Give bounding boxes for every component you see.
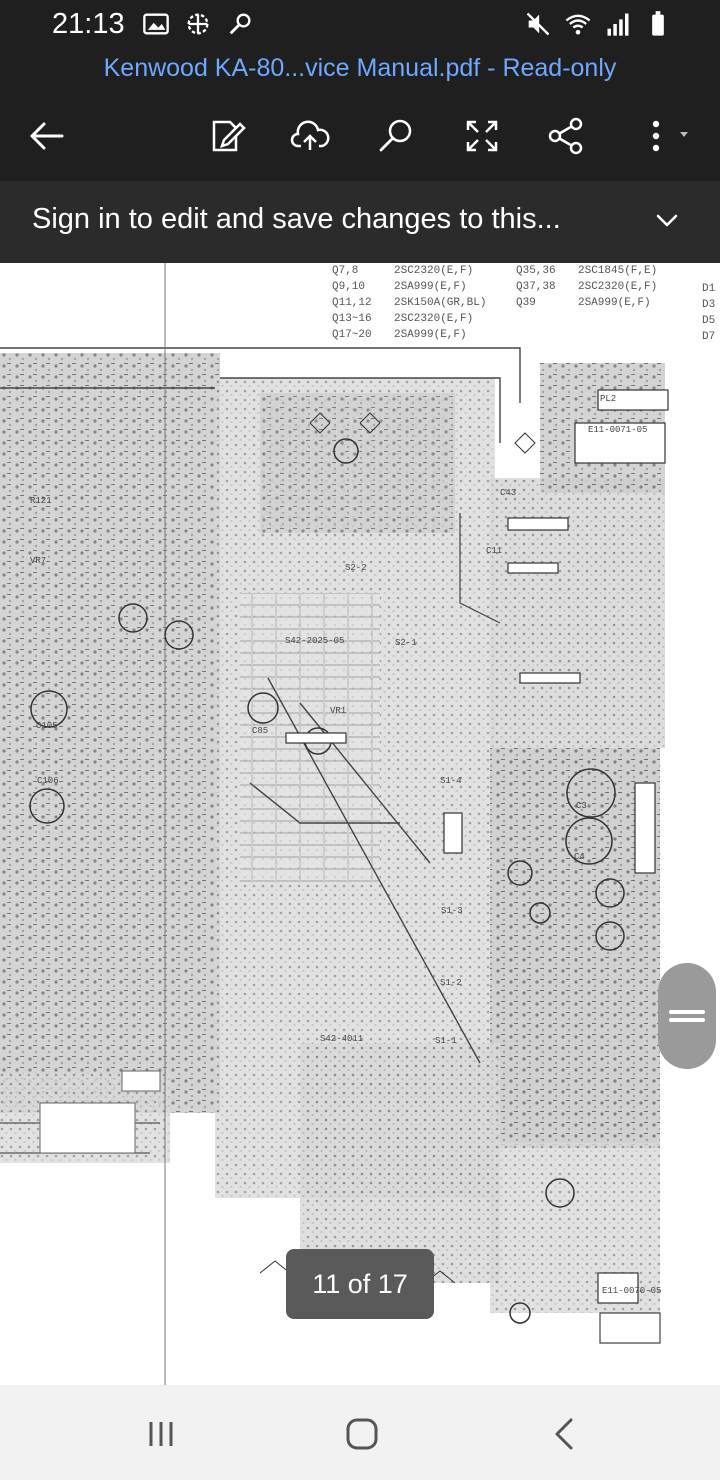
more-options-button[interactable] <box>636 110 700 162</box>
back-button[interactable] <box>20 110 72 162</box>
legend-col-diodes: D1 D3 D5 D7 <box>702 283 716 343</box>
recent-apps-button[interactable] <box>136 1409 186 1459</box>
svg-text:E11-0070-05: E11-0070-05 <box>602 1286 661 1296</box>
svg-text:E11-0071-05: E11-0071-05 <box>588 425 647 435</box>
svg-text:C105: C105 <box>36 721 58 731</box>
status-bar: 21:13 <box>0 0 720 50</box>
page-indicator: 11 of 17 <box>286 1249 434 1319</box>
document-viewport[interactable]: S42-2025-05 S42-4011 S2-1 S2-2 S1-4 S1-3… <box>0 263 720 1385</box>
svg-text:S1-2: S1-2 <box>440 978 462 988</box>
edit-button[interactable] <box>200 110 252 162</box>
battery-icon <box>652 11 664 36</box>
wifi-icon <box>565 14 591 35</box>
legend-col-parts-a: 2SC2320(E,F) 2SA999(E,F) 2SK150A(GR,BL) … <box>394 265 487 341</box>
edit-pen-icon <box>212 120 246 152</box>
svg-text:VR7: VR7 <box>30 556 46 566</box>
svg-text:S2-1: S2-1 <box>395 638 417 648</box>
svg-text:C43: C43 <box>500 488 516 498</box>
status-right-icons <box>524 10 672 38</box>
svg-text:C11: C11 <box>486 546 502 556</box>
home-button[interactable] <box>337 1409 387 1459</box>
search-icon <box>379 119 412 152</box>
chevron-down-icon[interactable] <box>652 205 682 235</box>
svg-text:C4: C4 <box>574 852 585 862</box>
back-icon <box>555 1418 573 1450</box>
back-arrow-icon <box>30 122 64 150</box>
svg-text:C106: C106 <box>37 776 59 786</box>
document-title: Kenwood KA-80...vice Manual.pdf - Read-o… <box>103 54 617 82</box>
svg-text:R121: R121 <box>30 496 52 506</box>
cloud-upload-icon <box>290 120 330 150</box>
fast-scroll-handle[interactable] <box>658 963 716 1069</box>
schematic-page-image: S42-2025-05 S42-4011 S2-1 S2-2 S1-4 S1-3… <box>0 263 669 1385</box>
navigation-bar <box>0 1385 720 1480</box>
key-icon <box>229 13 251 35</box>
toolbar <box>0 98 720 172</box>
status-time: 21:13 <box>52 8 125 40</box>
legend-col-parts-b: 2SC1845(F,E) 2SC2320(E,F) 2SA999(E,F) <box>578 265 658 309</box>
svg-text:C85: C85 <box>252 726 268 736</box>
fullscreen-button[interactable] <box>456 110 508 162</box>
legend-col-transistors-b: Q35,36 Q37,38 Q39 <box>516 265 556 309</box>
svg-text:PL2: PL2 <box>600 394 616 404</box>
status-left-icons <box>142 10 254 38</box>
share-button[interactable] <box>540 110 592 162</box>
mute-icon <box>526 12 550 36</box>
search-button[interactable] <box>370 110 422 162</box>
signin-banner[interactable]: Sign in to edit and save changes to this… <box>0 181 720 263</box>
svg-text:S42-4011: S42-4011 <box>320 1034 363 1044</box>
vpn-icon <box>187 13 209 35</box>
cloud-upload-button[interactable] <box>284 110 336 162</box>
share-icon <box>548 117 583 155</box>
svg-text:S1-1: S1-1 <box>435 1036 457 1046</box>
svg-text:S1-3: S1-3 <box>441 906 463 916</box>
scroll-handle-grip-icon <box>669 1006 705 1026</box>
fullscreen-icon <box>466 120 498 152</box>
svg-text:S2-2: S2-2 <box>345 563 367 573</box>
more-options-icon <box>652 120 688 152</box>
signal-icon <box>607 13 629 36</box>
nav-back-button[interactable] <box>540 1409 590 1459</box>
svg-text:VR1: VR1 <box>330 706 346 716</box>
recent-apps-icon <box>149 1422 173 1446</box>
svg-text:C3: C3 <box>576 801 587 811</box>
svg-text:S1-4: S1-4 <box>440 776 462 786</box>
svg-text:S42-2025-05: S42-2025-05 <box>285 636 344 646</box>
home-icon <box>346 1418 378 1450</box>
legend-col-transistors-a: Q7,8 Q9,10 Q11,12 Q13~16 Q17~20 <box>332 265 372 341</box>
signin-banner-text: Sign in to edit and save changes to this… <box>32 203 561 235</box>
gallery-icon <box>143 13 169 35</box>
